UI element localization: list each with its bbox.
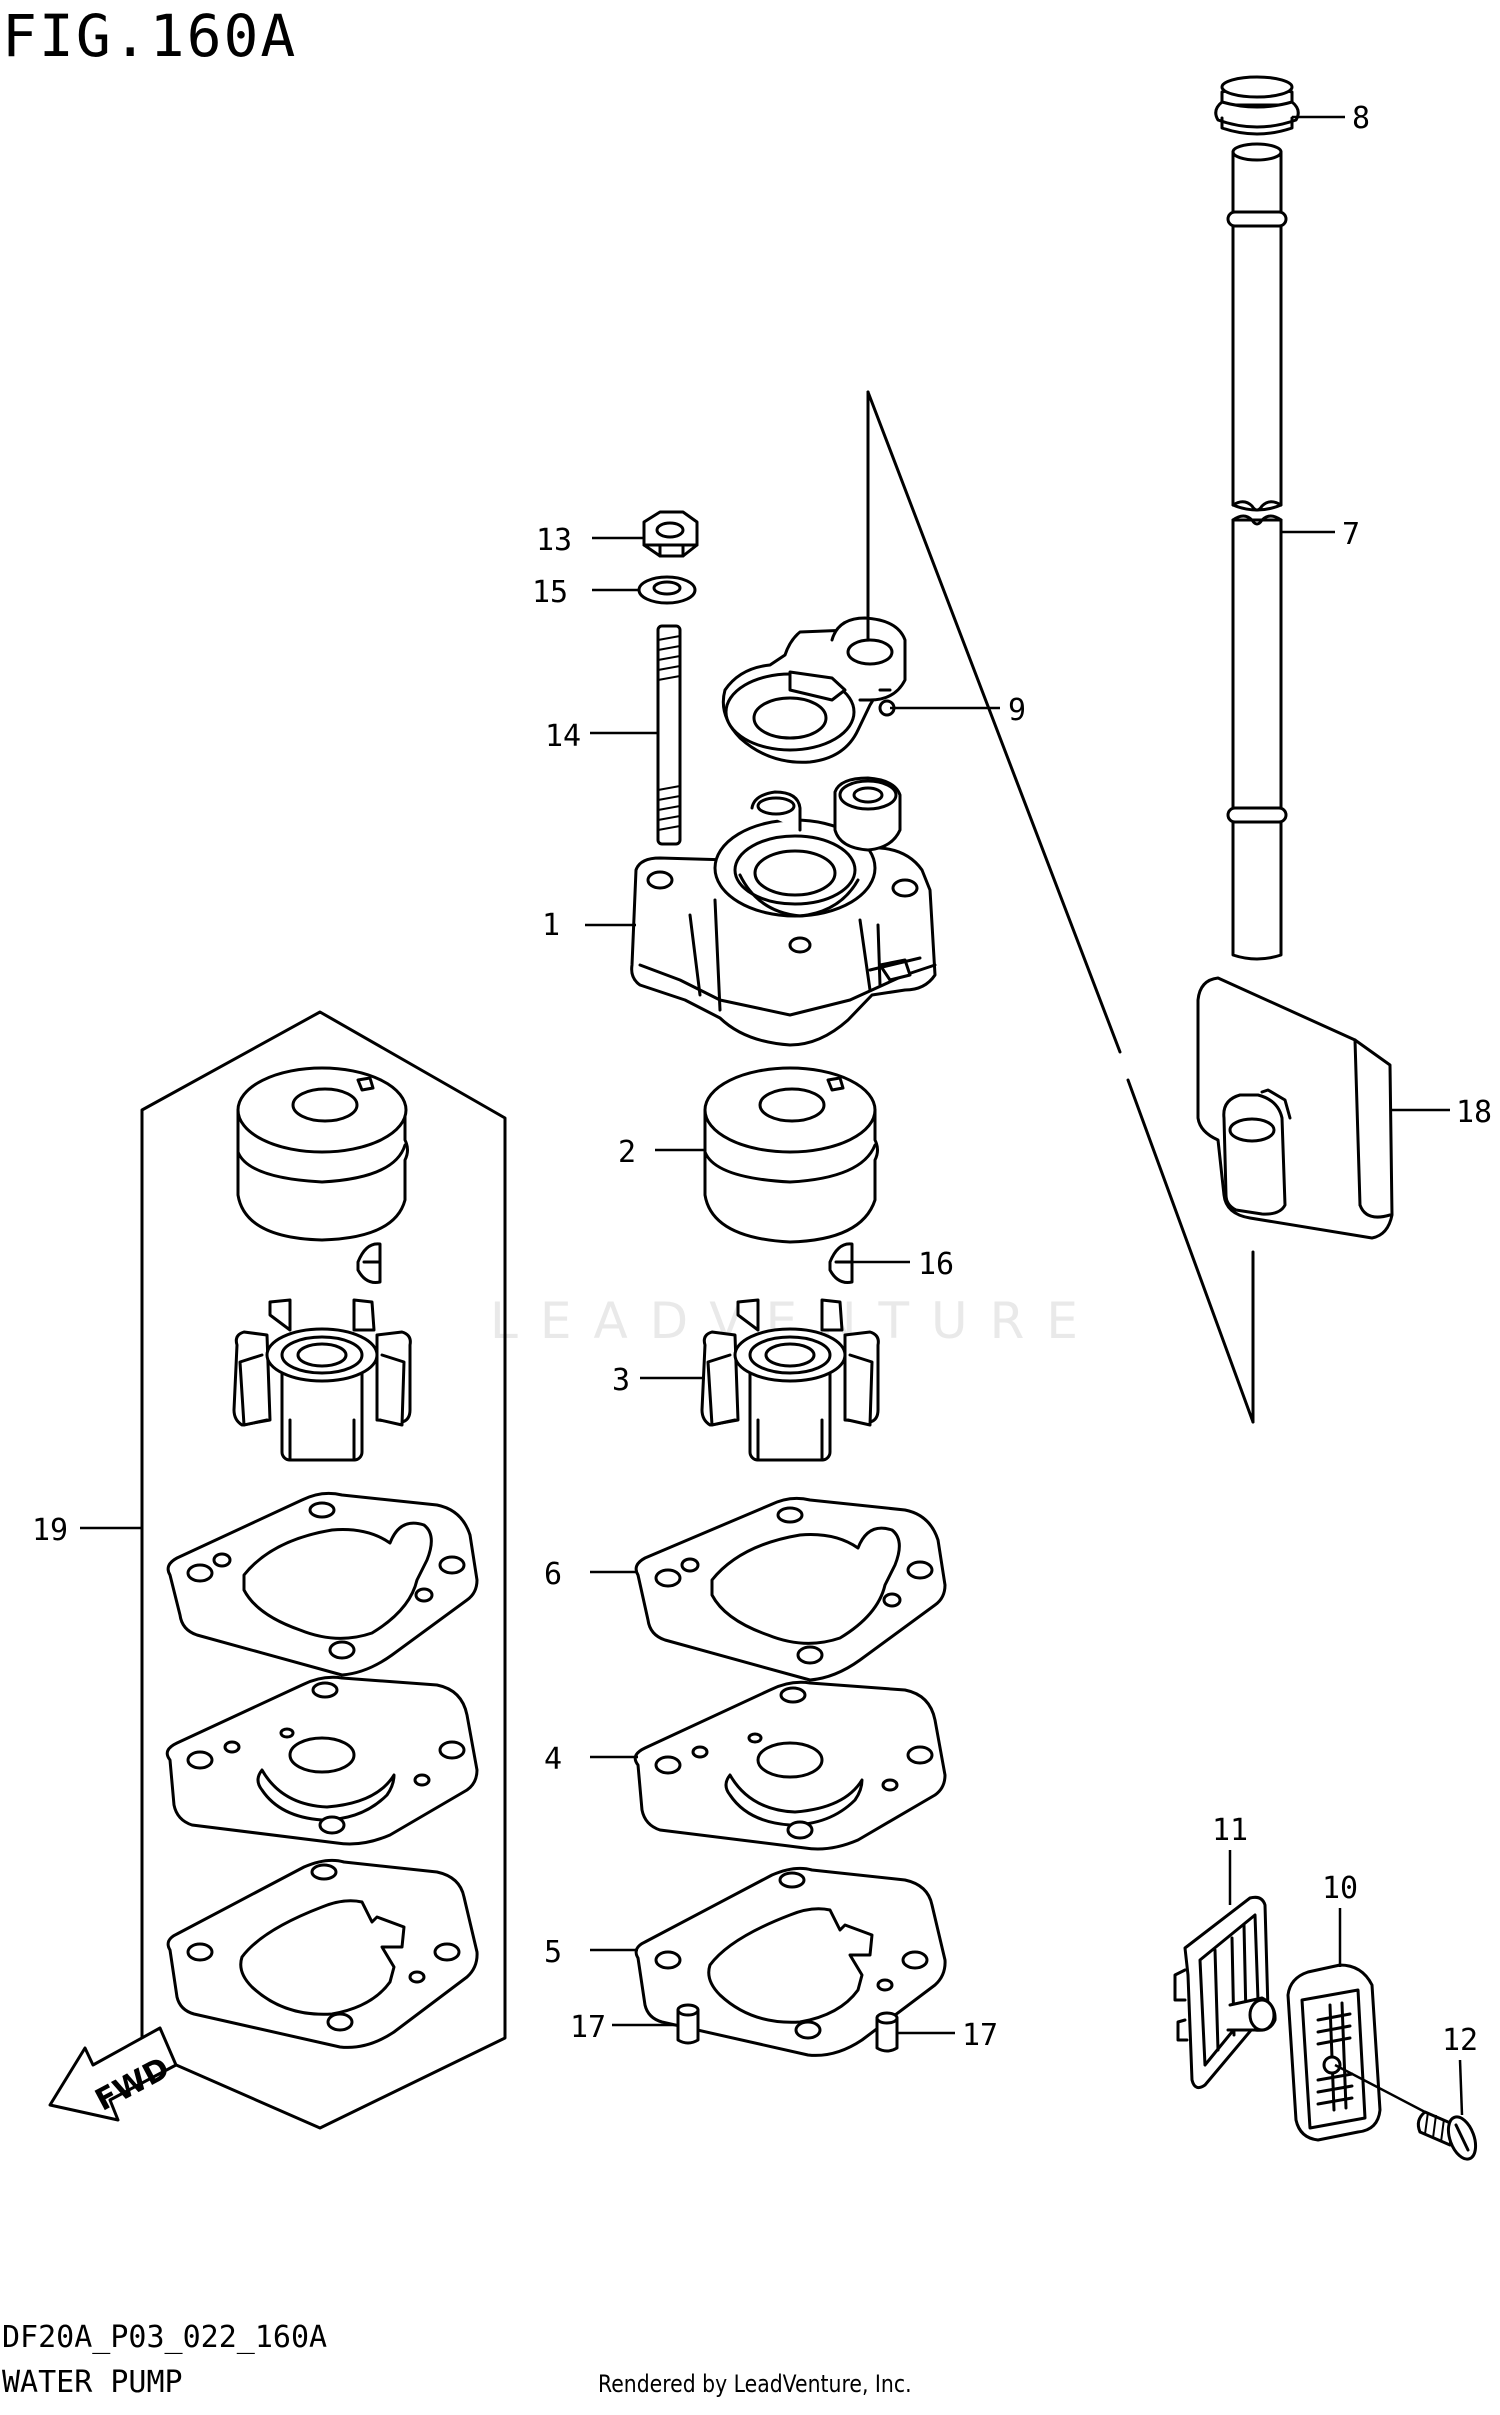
part-12-screw[interactable]	[1416, 2110, 1480, 2163]
part-5-gasket[interactable]	[634, 1866, 947, 2057]
part-17-pin-left[interactable]	[676, 2003, 700, 2045]
kit-insert	[236, 1066, 409, 1242]
callout-11: 11	[1212, 1813, 1248, 1848]
fwd-arrow: FWD	[48, 2026, 178, 2122]
part-9-case[interactable]	[721, 616, 907, 764]
kit-gasket-upper	[166, 1491, 479, 1677]
figure-title: FIG.160A	[2, 2, 298, 70]
callout-19: 19	[32, 1513, 68, 1548]
render-credit: Rendered by LeadVenture, Inc.	[598, 2370, 912, 2398]
figure-name: WATER PUMP	[2, 2365, 183, 2400]
part-10-cover[interactable]	[1286, 1963, 1382, 2142]
callout-17-left: 17	[570, 2010, 606, 2045]
part-18-mount[interactable]	[1196, 976, 1394, 1240]
leader-lines	[80, 115, 1464, 2116]
part-8-grommet[interactable]	[1214, 75, 1300, 136]
callout-18: 18	[1456, 1095, 1492, 1130]
part-13-nut[interactable]	[642, 510, 699, 558]
callout-3: 3	[612, 1363, 630, 1398]
part-4-plate[interactable]	[633, 1680, 947, 1851]
kit-plate	[165, 1675, 479, 1846]
part-17-pin-right[interactable]	[875, 2011, 899, 2053]
callout-5: 5	[544, 1935, 562, 1970]
callout-6: 6	[544, 1557, 562, 1592]
part-3-impeller[interactable]	[700, 1298, 880, 1462]
part-6-gasket[interactable]	[634, 1496, 947, 1682]
callout-17-right: 17	[962, 2018, 998, 2053]
part-11-bracket[interactable]	[1173, 1895, 1277, 2090]
callout-1: 1	[542, 908, 560, 943]
figure-code: DF20A_P03_022_160A	[2, 2320, 328, 2355]
kit-key	[356, 1242, 382, 1284]
assembly-lines	[866, 390, 1255, 1424]
callout-4: 4	[544, 1742, 562, 1777]
callouts: 1 2 3 6 4 5 17 17 16 13 15 14 9 8 7 18 1…	[32, 101, 1492, 2058]
kit-impeller	[232, 1298, 412, 1462]
part-7-water-tube[interactable]	[1226, 142, 1288, 961]
callout-7: 7	[1342, 517, 1360, 552]
callout-9: 9	[1008, 693, 1026, 728]
callout-15: 15	[532, 575, 568, 610]
part-2-insert[interactable]	[703, 1066, 879, 1244]
callout-8: 8	[1352, 101, 1370, 136]
callout-10: 10	[1322, 1871, 1358, 1906]
part-16-key[interactable]	[828, 1242, 854, 1284]
kit-gasket-lower	[166, 1858, 479, 2049]
callout-13: 13	[536, 523, 572, 558]
callout-14: 14	[545, 719, 581, 754]
part-15-washer[interactable]	[637, 575, 697, 605]
callout-16: 16	[918, 1247, 954, 1282]
part-14-stud[interactable]	[656, 624, 682, 846]
callout-2: 2	[618, 1135, 636, 1170]
callout-12: 12	[1442, 2023, 1478, 2058]
part-1-pump-case[interactable]	[630, 776, 937, 1047]
